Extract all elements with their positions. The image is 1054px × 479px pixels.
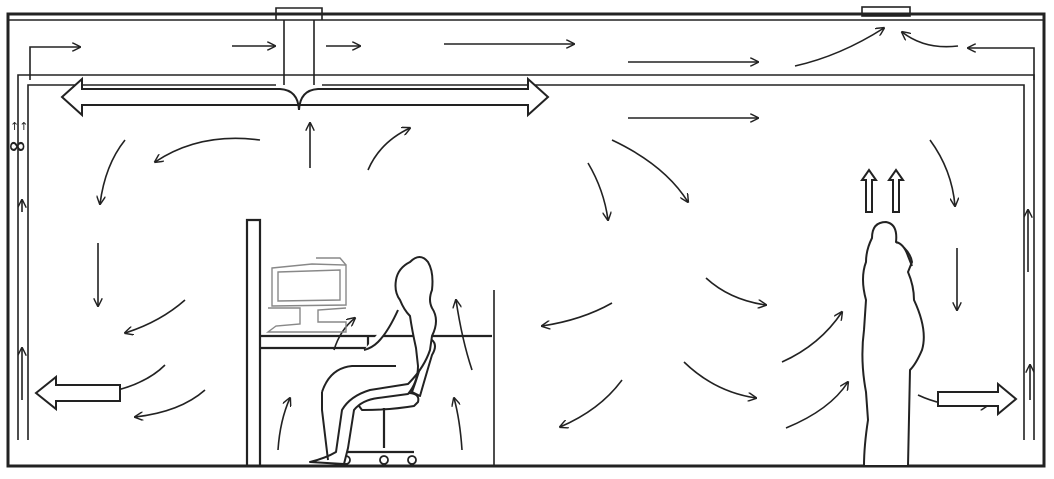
seated-person bbox=[309, 256, 437, 465]
return-grille bbox=[861, 6, 911, 17]
cubicle-partition bbox=[245, 218, 262, 466]
room-enclosure bbox=[6, 12, 1046, 468]
exhaust-arrows bbox=[34, 168, 1018, 417]
infinity-symbol: ∞ bbox=[8, 134, 26, 159]
standing-person bbox=[861, 221, 925, 467]
double-arrow-symbol: ↑↑ bbox=[10, 120, 28, 133]
ceiling-duct bbox=[17, 74, 1035, 440]
supply-diffuser bbox=[60, 7, 550, 118]
computer-monitor bbox=[265, 257, 347, 333]
